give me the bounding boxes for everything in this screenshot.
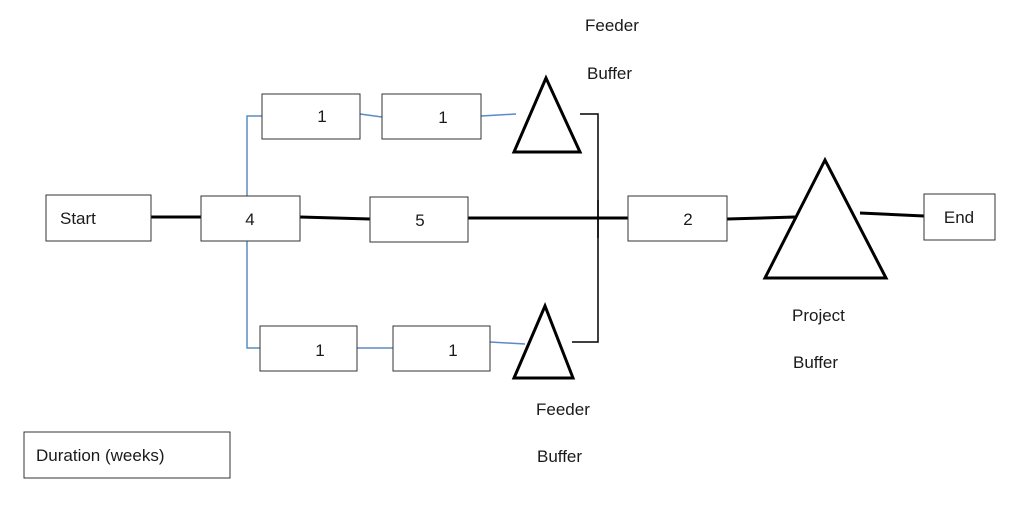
top-task-node-2: 1 (381, 93, 482, 140)
start-node: Start (45, 194, 152, 242)
bottom-task-2-duration: 1 (448, 341, 457, 360)
top-task-node-1: 1 (261, 93, 361, 140)
task-2-duration: 2 (683, 210, 692, 229)
task-node-2: 2 (627, 195, 728, 242)
top-task-1-duration: 1 (317, 107, 326, 126)
top-task-2-duration: 1 (438, 108, 447, 127)
top-feeder-caption-line1: Feeder (585, 16, 639, 35)
project-caption-line2: Buffer (793, 353, 838, 372)
task-node-5: 5 (369, 196, 469, 243)
end-label: End (944, 208, 974, 227)
bottom-feeder-caption-line1: Feeder (536, 400, 590, 419)
edge-4-to-5 (299, 215, 371, 221)
start-label: Start (60, 209, 96, 228)
legend-label: Duration (weeks) (36, 446, 165, 465)
edge-top-feeder-merge (580, 113, 599, 238)
bottom-task-1-duration: 1 (315, 341, 324, 360)
project-buffer-icon (762, 156, 889, 280)
bottom-feeder-buffer-caption: Feeder Buffer (536, 400, 590, 466)
project-caption-line1: Project (792, 306, 845, 325)
top-feeder-caption-line2: Buffer (587, 64, 632, 83)
top-feeder-buffer-caption: Feeder Buffer (585, 16, 639, 83)
edge-top-1-to-top-1b (359, 113, 383, 118)
edge-2-to-project-buffer (726, 215, 796, 221)
edge-top-1b-to-feeder (480, 113, 517, 117)
edge-4-to-bottom-branch (246, 238, 260, 349)
bottom-task-node-2: 1 (392, 325, 491, 372)
task-4-duration: 4 (245, 210, 254, 229)
project-buffer-caption: Project Buffer (792, 306, 845, 372)
task-node-4: 4 (200, 195, 301, 242)
edge-project-buffer-to-end (859, 211, 925, 218)
end-node: End (923, 193, 996, 241)
connectors (151, 113, 925, 349)
bottom-feeder-buffer-icon (511, 302, 576, 380)
top-feeder-buffer-icon (511, 74, 583, 154)
edge-bottom-feeder-merge (572, 200, 599, 343)
duration-legend: Duration (weeks) (23, 431, 231, 479)
edge-bottom-1b-to-feeder (489, 341, 526, 345)
bottom-task-node-1: 1 (259, 325, 358, 372)
task-5-duration: 5 (415, 211, 424, 230)
edge-4-to-top-branch (246, 115, 262, 196)
bottom-feeder-caption-line2: Buffer (537, 447, 582, 466)
